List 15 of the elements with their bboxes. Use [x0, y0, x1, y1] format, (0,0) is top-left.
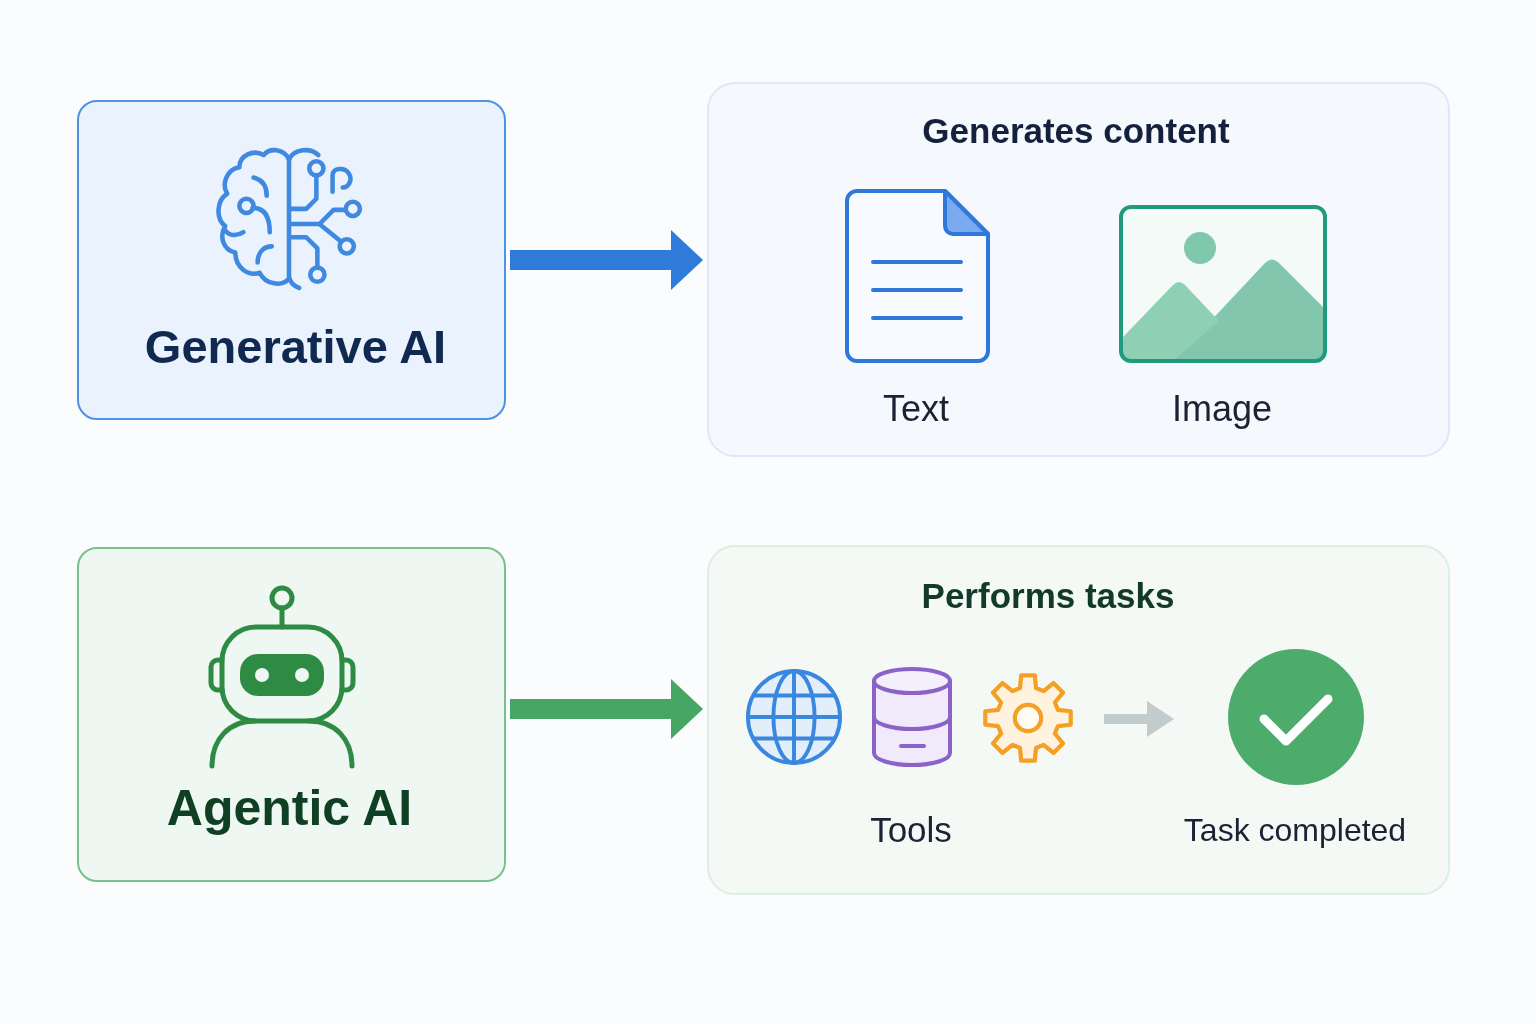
- panel-title: Generates content: [922, 110, 1230, 152]
- arrow: [510, 230, 703, 290]
- panel-title: Performs tasks: [921, 575, 1175, 617]
- category-card: [77, 100, 506, 420]
- arrow: [1104, 701, 1174, 737]
- icon-caption: Tools: [870, 809, 952, 851]
- category-card: [77, 547, 506, 882]
- arrow: [510, 679, 703, 739]
- output-panel: [707, 82, 1450, 457]
- card-title: Agentic AI: [166, 778, 413, 838]
- icon-caption: Image: [1171, 387, 1273, 431]
- icon-caption: Task completed: [1183, 811, 1407, 850]
- card-title: Generative AI: [144, 318, 447, 375]
- icon-caption: Text: [883, 387, 949, 431]
- output-panel: [707, 545, 1450, 895]
